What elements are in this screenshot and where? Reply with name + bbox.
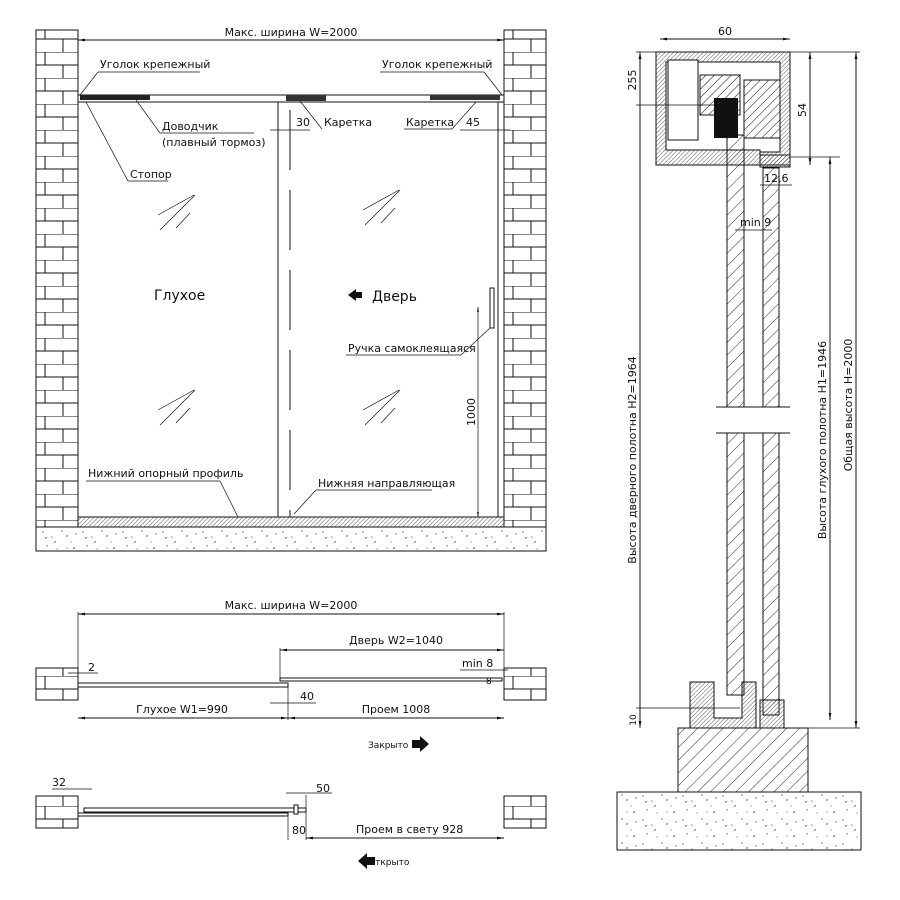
plan-view-open: 32 50 80 Проем в свету 928 Открыто bbox=[35, 776, 547, 869]
dim-45: 45 bbox=[466, 116, 480, 129]
carriage-right bbox=[430, 95, 500, 100]
stopper-label: Стопор bbox=[130, 168, 172, 181]
max-width-label: Макс. ширина W=2000 bbox=[225, 26, 358, 39]
closer-label: Доводчик bbox=[162, 120, 219, 133]
dim-2: 2 bbox=[88, 661, 95, 674]
opening-label: Проем 1008 bbox=[362, 703, 431, 716]
dim-10: 10 bbox=[629, 714, 639, 726]
closer-device bbox=[80, 95, 150, 100]
left-brick-wall bbox=[35, 795, 79, 829]
door-label: Дверь bbox=[372, 289, 417, 305]
concrete-base bbox=[616, 791, 862, 851]
total-height-label: Общая высота H=2000 bbox=[842, 339, 855, 472]
bottom-support-profile bbox=[77, 516, 505, 528]
dim-8: 8 bbox=[486, 677, 492, 687]
bottom-guide-label: Нижняя направляющая bbox=[318, 477, 455, 490]
fixed-panel-open bbox=[77, 812, 289, 817]
bottom-guide-section bbox=[689, 681, 757, 729]
dim-40: 40 bbox=[300, 690, 314, 703]
plan-view-closed: Макс. ширина W=2000 Дверь W2=1040 2 min … bbox=[35, 599, 547, 752]
fixed-width-label: Глухое W1=990 bbox=[136, 703, 228, 716]
arrow-right-icon bbox=[412, 736, 429, 752]
carriage-roller bbox=[743, 79, 781, 139]
dim-255: 255 bbox=[626, 70, 639, 91]
right-brick-wall bbox=[503, 795, 547, 829]
front-view: Макс. ширина W=2000 Уголок крепежный Уго… bbox=[35, 26, 547, 552]
dim-60: 60 bbox=[718, 25, 732, 38]
handle-height: 1000 bbox=[465, 398, 478, 426]
self-adhesive-handle bbox=[489, 287, 495, 329]
door-glass-section bbox=[726, 134, 745, 408]
handle-label: Ручка самоклеящаяся bbox=[348, 342, 476, 355]
fixed-panel-plan bbox=[77, 682, 289, 688]
door-panel-plan bbox=[279, 677, 503, 682]
corner-bracket-right-label: Уголок крепежный bbox=[382, 58, 492, 71]
carriage-left-label: Каретка bbox=[324, 116, 372, 129]
closer-sublabel: (плавный тормоз) bbox=[162, 136, 266, 149]
concrete-floor bbox=[35, 526, 547, 552]
subfloor-block bbox=[677, 727, 809, 793]
open-state-label: Открыто bbox=[368, 858, 410, 868]
fixed-glass-section bbox=[762, 167, 780, 408]
carriage-right-label: Каретка bbox=[406, 116, 454, 129]
bottom-profile-label: Нижний опорный профиль bbox=[88, 467, 243, 480]
arrow-left-icon bbox=[348, 289, 362, 301]
dim-12-6: 12,6 bbox=[764, 172, 789, 185]
handle-plan bbox=[293, 804, 299, 815]
closer-mechanism bbox=[667, 59, 699, 141]
vertical-section: 60 255 Высота дверного полотна H2=1964 5… bbox=[616, 25, 862, 851]
fixed-panel-label: Глухое bbox=[154, 288, 205, 304]
dim-32: 32 bbox=[52, 776, 66, 789]
dim-50: 50 bbox=[316, 782, 330, 795]
arrow-left-icon bbox=[358, 853, 375, 869]
right-brick-wall bbox=[503, 29, 547, 529]
min-8: min 8 bbox=[462, 657, 493, 670]
dim-54: 54 bbox=[796, 103, 809, 117]
door-height-label: Высота дверного полотна H2=1964 bbox=[626, 356, 639, 563]
bottom-profile-section bbox=[759, 699, 785, 729]
door-panel-open bbox=[83, 807, 307, 813]
right-brick-wall bbox=[503, 667, 547, 701]
closed-state-label: Закрыто bbox=[368, 741, 409, 751]
clear-opening-label: Проем в свету 928 bbox=[356, 823, 463, 836]
dim-80: 80 bbox=[292, 824, 306, 837]
dim-30: 30 bbox=[296, 116, 310, 129]
door-width-label: Дверь W2=1040 bbox=[349, 634, 443, 647]
left-brick-wall bbox=[35, 29, 79, 529]
fixed-height-label: Высота глухого полотна H1=1946 bbox=[816, 341, 829, 539]
max-width-label: Макс. ширина W=2000 bbox=[225, 599, 358, 612]
min-9: min 9 bbox=[740, 216, 771, 229]
carriage-left bbox=[286, 95, 326, 101]
corner-bracket-left-label: Уголок крепежный bbox=[100, 58, 210, 71]
